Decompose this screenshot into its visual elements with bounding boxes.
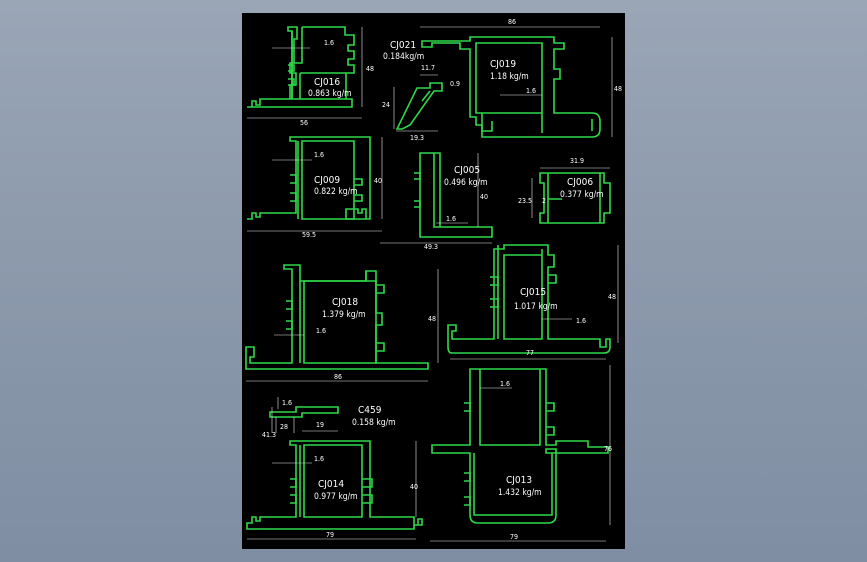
dim-text: 1.6 — [446, 215, 456, 223]
dim-text: 40 — [374, 177, 382, 185]
dim-text: 49.3 — [424, 243, 438, 251]
dim-text: 86 — [334, 373, 342, 381]
profile-weight: 0.377 kg/m — [560, 190, 604, 200]
dim-text: 86 — [508, 18, 516, 26]
profile-weight: 1.18 kg/m — [490, 72, 529, 82]
dim-text: 56 — [300, 119, 308, 127]
dim-text: 48 — [366, 65, 374, 73]
dim-text: 23.5 — [518, 197, 532, 205]
dim-text: 79 — [510, 533, 518, 541]
profile-drawing: 1.6 48 56 CJ016 0.863 kg/m 11.7 24 19.3 … — [245, 18, 622, 542]
profile-cj015: 1.6 48 77 CJ015 1.017 kg/m — [447, 244, 619, 360]
profile-weight: 0.822 kg/m — [314, 187, 358, 197]
dim-text: 48 — [614, 85, 622, 93]
profile-name: CJ013 — [506, 475, 532, 486]
profile-cj005: 40 1.6 49.3 CJ005 0.496 kg/m — [380, 152, 493, 251]
profile-cj014: 1.6 40 79 CJ014 0.977 kg/m — [246, 440, 423, 540]
dim-text: 48 — [428, 315, 436, 323]
profile-name: CJ019 — [490, 59, 516, 70]
profile-weight: 0.496 kg/m — [444, 178, 488, 188]
dim-text: 41.3 — [262, 431, 276, 439]
profile-cj021: 11.7 24 19.3 0.9 CJ021 0.184kg/m — [382, 40, 460, 142]
dim-text: 59.5 — [302, 231, 316, 239]
dim-text: 31.9 — [570, 157, 584, 165]
dim-text: 1.6 — [500, 380, 510, 388]
dim-text: 28 — [280, 423, 288, 431]
profile-cj013: 1.6 76 79 CJ013 1.432 kg/m — [430, 365, 612, 542]
dim-text: 1.6 — [316, 327, 326, 335]
profile-name: CJ006 — [567, 177, 593, 188]
dim-text: 77 — [526, 349, 534, 357]
dim-text: 1.6 — [526, 87, 536, 95]
drawing-sheet: 1.6 48 56 CJ016 0.863 kg/m 11.7 24 19.3 … — [242, 13, 625, 549]
profile-name: CJ021 — [390, 40, 416, 51]
profile-weight: 1.379 kg/m — [322, 310, 366, 320]
profile-weight: 0.184kg/m — [383, 52, 424, 62]
dim-text: 1.6 — [314, 455, 324, 463]
profile-c459: 1.6 28 41.3 19 C459 0.158 kg/m — [262, 397, 396, 439]
dim-text: 2 — [542, 197, 546, 205]
dim-text: 48 — [608, 293, 616, 301]
dim-text: 19.3 — [410, 134, 424, 142]
profile-name: CJ014 — [318, 479, 344, 490]
profile-cj016: 1.6 48 56 CJ016 0.863 kg/m — [247, 26, 374, 127]
dim-text: 1.6 — [576, 317, 586, 325]
dim-text: 11.7 — [421, 64, 435, 72]
dim-text: 79 — [326, 531, 334, 539]
dim-text: 40 — [410, 483, 418, 491]
profile-cj019: 86 1.6 48 CJ019 1.18 kg/m — [420, 18, 622, 138]
profile-weight: 0.158 kg/m — [352, 418, 396, 428]
profile-name: CJ015 — [520, 287, 546, 298]
profile-cj006: 31.9 23.5 2 CJ006 0.377 kg/m — [518, 157, 611, 224]
dim-text: 1.6 — [324, 39, 334, 47]
dim-text: 1.6 — [314, 151, 324, 159]
profile-name: CJ009 — [314, 175, 340, 186]
profile-cj018: 1.6 48 86 CJ018 1.379 kg/m — [245, 264, 439, 382]
profile-weight: 0.863 kg/m — [308, 89, 352, 99]
profile-cj009: 1.6 40 59.5 CJ009 0.822 kg/m — [247, 136, 383, 239]
profile-weight: 1.432 kg/m — [498, 488, 542, 498]
dim-text: 19 — [316, 421, 324, 429]
profile-weight: 1.017 kg/m — [514, 302, 558, 312]
profile-name: CJ018 — [332, 297, 358, 308]
dim-text: 24 — [382, 101, 390, 109]
dim-text: 76 — [604, 445, 612, 453]
profile-name: C459 — [358, 405, 382, 416]
profile-weight: 0.977 kg/m — [314, 492, 358, 502]
dim-text: 0.9 — [450, 80, 460, 88]
profile-name: CJ005 — [454, 165, 480, 176]
profile-name: CJ016 — [314, 77, 340, 88]
dim-text: 40 — [480, 193, 488, 201]
dim-text: 1.6 — [282, 399, 292, 407]
